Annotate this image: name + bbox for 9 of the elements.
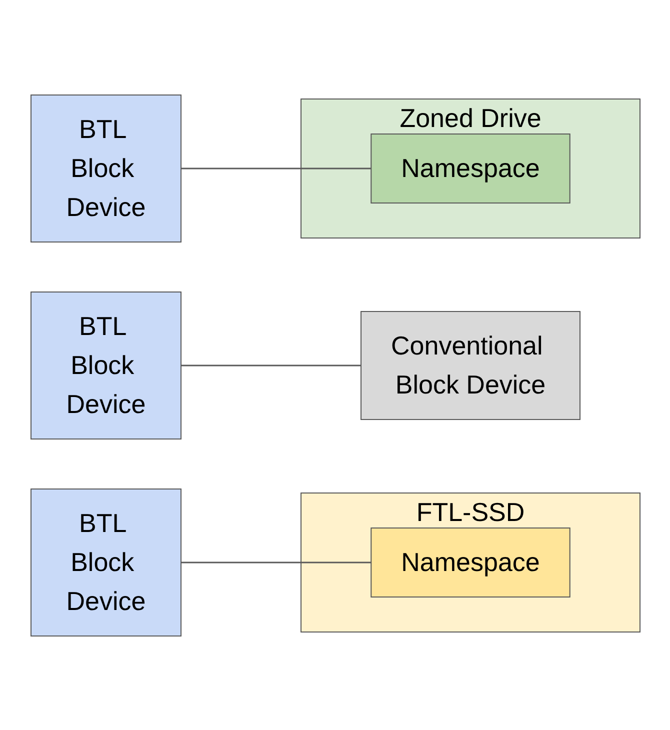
node-box: Namespace bbox=[370, 527, 570, 597]
node-box: Conventional Block Device bbox=[360, 310, 580, 420]
connector bbox=[180, 167, 371, 169]
node-box: BTL Block Device bbox=[30, 291, 181, 439]
connector bbox=[180, 561, 371, 563]
node-box: BTL Block Device bbox=[30, 94, 181, 242]
node-box: Namespace bbox=[370, 133, 570, 203]
connector bbox=[180, 364, 360, 366]
node-box: BTL Block Device bbox=[30, 488, 181, 636]
